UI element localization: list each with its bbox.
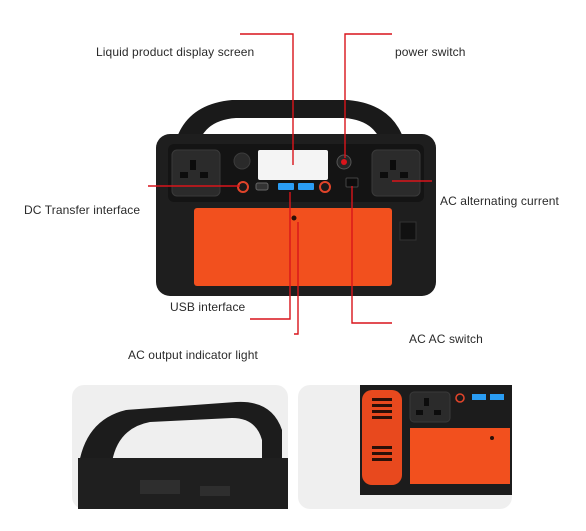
ac-switch xyxy=(345,177,359,188)
label-dc-transfer: DC Transfer interface xyxy=(24,203,141,217)
ac-socket-left xyxy=(171,149,221,197)
ac-socket-right xyxy=(371,149,421,197)
label-ac-current: AC alternating current xyxy=(440,194,559,208)
callout-lines xyxy=(148,33,432,335)
label-usb: USB interface xyxy=(170,300,246,314)
side-closeup-panel xyxy=(298,385,512,509)
orange-panel xyxy=(194,208,392,286)
label-ac-indicator: AC output indicator light xyxy=(128,348,258,362)
label-ac-switch: AC AC switch xyxy=(409,332,483,346)
usb-port-1 xyxy=(278,183,294,190)
carry-handle xyxy=(176,100,404,140)
usb-port-2 xyxy=(298,183,314,190)
indicator-light xyxy=(291,215,297,221)
side-vent xyxy=(399,221,417,241)
dc-port-right xyxy=(319,181,331,193)
label-power-switch: power switch xyxy=(395,45,466,59)
handle-closeup-panel xyxy=(72,385,288,509)
dc-port-left xyxy=(237,181,249,193)
round-button xyxy=(233,152,251,170)
label-display-screen: Liquid product display screen xyxy=(96,45,255,59)
usb-c-port xyxy=(255,182,269,191)
